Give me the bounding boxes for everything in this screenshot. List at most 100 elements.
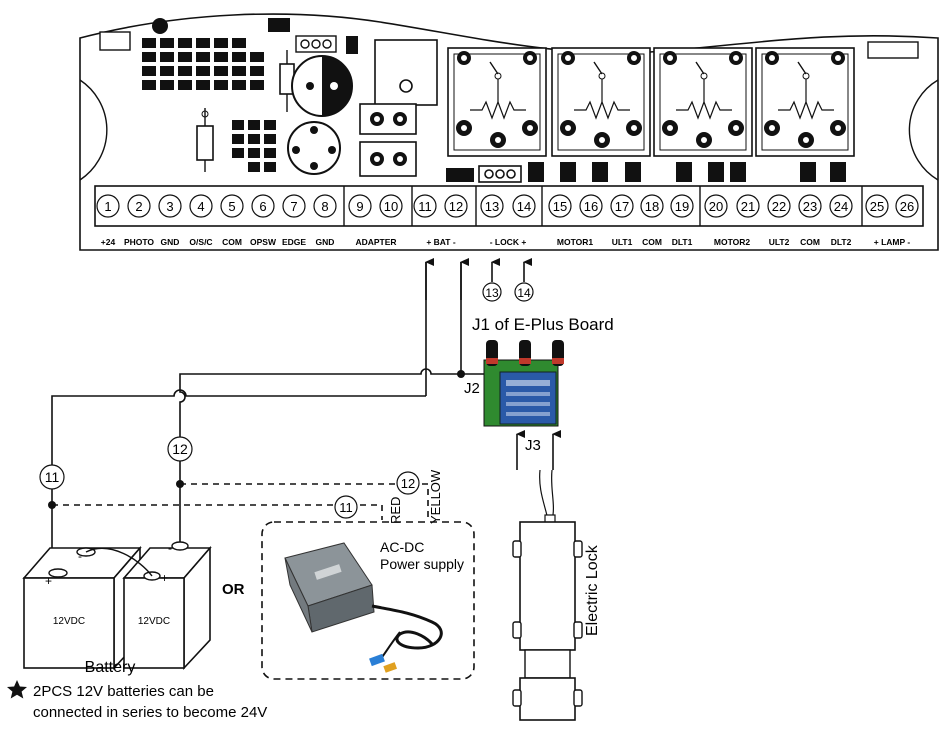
junction-11 [48,501,56,509]
terminal-number: 19 [675,199,689,214]
terminal-number: 4 [197,199,204,214]
terminal-number: 7 [290,199,297,214]
terminal-label: OPSW [250,237,277,247]
terminal-number: 21 [741,199,755,214]
red-wire-label: RED [388,497,403,524]
terminal-number: 13 [485,199,499,214]
battery-2-plus: + [161,571,168,585]
terminal-number: 3 [166,199,173,214]
terminal-25 [865,194,889,218]
terminal-2 [127,194,151,218]
terminal-24 [829,194,853,218]
star-icon [7,680,27,699]
relay-3 [653,47,753,157]
battery-link [85,547,153,577]
resistor-2 [279,50,295,112]
dash-label-11: 11 [334,495,358,519]
transformer [374,39,438,106]
terminal-number: 2 [135,199,142,214]
terminal-7 [282,194,306,218]
junction-j2 [457,370,465,378]
wire-dashed-12 [180,483,429,520]
terminal-number: 15 [553,199,567,214]
terminal-16 [579,194,603,218]
terminal-label: GND [161,237,180,247]
left-mount-arc [79,79,108,181]
connector-top-left [99,31,131,51]
round-relay [287,121,341,175]
yellow-wire-label: YELLOW [428,469,443,524]
terminal-label: COM [800,237,820,247]
terminal-5 [220,194,244,218]
junction-12 [176,480,184,488]
wires [51,262,492,570]
terminal-13 [480,194,504,218]
lamp-header [867,41,919,59]
terminal-10 [379,194,403,218]
terminal-number: 26 [900,199,914,214]
relay-drivers [528,162,846,182]
terminal-17 [610,194,634,218]
terminal-8 [313,194,337,218]
battery-2-label: 12VDC [138,616,170,627]
or-label: OR [222,581,245,598]
terminal-number: 14 [517,199,531,214]
terminal-label: - LOCK + [490,237,527,247]
terminal-number: 17 [615,199,629,214]
eplus-pin-a: 13 [485,286,499,300]
terminal-11 [413,194,437,218]
terminal-number: 5 [228,199,235,214]
terminal-label: ULT2 [769,237,790,247]
psu-line2: Power supply [380,556,464,572]
terminal-20 [704,194,728,218]
terminal-label: ULT1 [612,237,633,247]
pin-header [295,35,337,53]
note-line1: 2PCS 12V batteries can be [33,683,214,700]
svg-text:12: 12 [401,476,415,491]
j3-label: J3 [525,437,541,454]
terminal-number: 24 [834,199,848,214]
terminal-number: 6 [259,199,266,214]
eplus-title: J1 of E-Plus Board [472,315,614,334]
electric-lock [512,469,583,721]
terminal-4 [189,194,213,218]
terminal-number: 1 [104,199,111,214]
terminal-number: 20 [709,199,723,214]
terminal-label: ADAPTER [355,237,396,247]
terminal-label: + BAT - [426,237,456,247]
battery-2-minus: - [168,541,172,555]
wire-dashed-11 [52,504,383,520]
wire-label-11: 11 [39,464,65,490]
terminal-label: +24 [101,237,116,247]
terminal-number: 12 [449,199,463,214]
terminal-label: + LAMP - [874,237,911,247]
psu-photo [284,542,443,673]
terminal-number: 8 [321,199,328,214]
terminal-18 [640,194,664,218]
terminal-number: 25 [870,199,884,214]
small-cap [346,36,358,54]
terminal-21 [736,194,760,218]
terminal-label: EDGE [282,237,306,247]
fuse-circle [152,18,168,34]
battery-1-label: 12VDC [53,616,85,627]
svg-text:11: 11 [339,500,353,515]
terminal-19 [670,194,694,218]
eplus-board [483,340,564,427]
relay-1 [447,47,547,157]
control-board: 1234567891011121314151617181920212223242… [79,13,939,251]
dash-label-12: 12 [396,471,420,495]
psu-line1: AC-DC [380,539,424,555]
svg-text:11: 11 [45,469,60,485]
battery-1: + - 12VDC [22,545,142,671]
battery-1-plus: + [45,574,52,588]
screw-blocks [359,103,417,177]
terminal-number: 11 [418,199,432,214]
terminal-23 [798,194,822,218]
terminal-3 [158,194,182,218]
terminal-label: MOTOR2 [714,237,750,247]
wire-label-12: 12 [167,436,193,462]
terminal-12 [444,194,468,218]
terminal-number: 18 [645,199,659,214]
